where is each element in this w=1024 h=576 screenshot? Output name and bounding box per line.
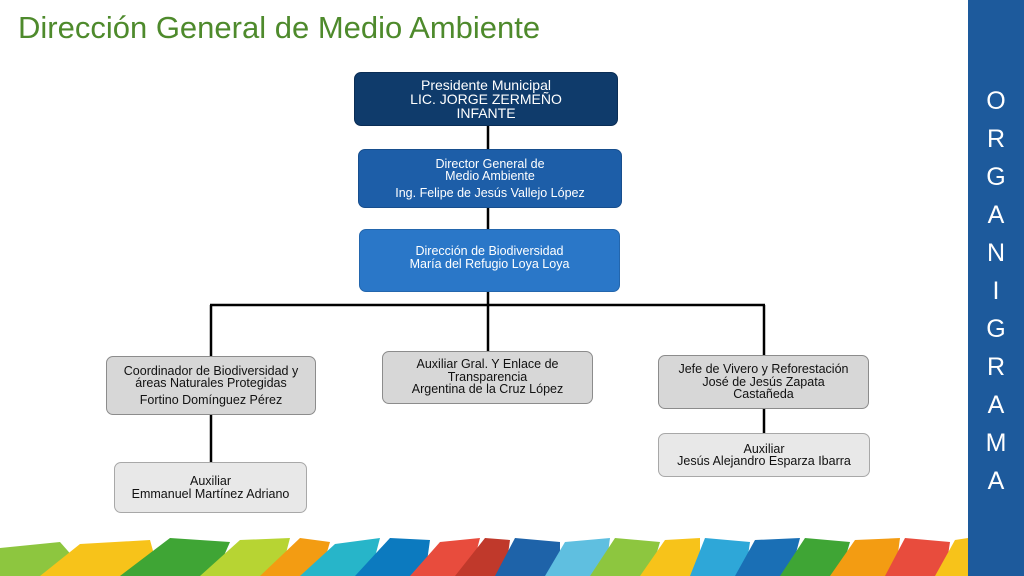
coordinator-role-line1: Coordinador de Biodiversidad y	[123, 363, 299, 378]
aux-left-name: Emmanuel Martínez Adriano	[131, 486, 290, 501]
director-name: Ing. Felipe de Jesús Vallejo López	[395, 185, 585, 200]
nursery-box: Jefe de Vivero y Reforestación José de J…	[658, 355, 869, 409]
page-title: Dirección General de Medio Ambiente	[18, 10, 541, 45]
side-letter: O	[986, 87, 1006, 115]
aux-general-role-line1: Auxiliar Gral. Y Enlace de	[416, 357, 559, 371]
side-letter: A	[987, 391, 1005, 419]
organigrama-side-bar: O R G A N I G R A M A	[968, 0, 1024, 576]
biodiversity-name: María del Refugio Loya Loya	[409, 256, 570, 271]
president-name-line1: LIC. JORGE ZERMEÑO	[410, 91, 562, 107]
president-name-line2: INFANTE	[456, 105, 516, 121]
nursery-name-line1: José de Jesús Zapata	[702, 374, 825, 389]
side-letter: I	[992, 277, 1000, 305]
decorative-color-stripes	[0, 538, 968, 576]
side-letter: G	[986, 315, 1006, 343]
aux-right-box: Auxiliar Jesús Alejandro Esparza Ibarra	[658, 433, 870, 477]
organigrama-vertical-label: O R G A N I G R A M A	[968, 82, 1024, 500]
biodiversity-box: Dirección de Biodiversidad María del Ref…	[359, 229, 620, 292]
side-letter: A	[987, 201, 1005, 229]
aux-general-name: Argentina de la Cruz López	[411, 382, 564, 396]
side-letter: R	[986, 125, 1006, 153]
aux-general-role-line2: Transparencia	[447, 369, 528, 384]
nursery-role: Jefe de Vivero y Reforestación	[678, 362, 849, 377]
coordinator-role-line2: áreas Naturales Protegidas	[135, 376, 287, 391]
nursery-name-line2: Castañeda	[733, 387, 794, 402]
director-role-line1: Director General de	[435, 156, 545, 171]
director-role-line2: Medio Ambiente	[445, 169, 535, 184]
side-letter: A	[987, 467, 1005, 495]
side-letter: M	[985, 429, 1007, 457]
aux-left-box: Auxiliar Emmanuel Martínez Adriano	[114, 462, 307, 513]
president-box: Presidente Municipal LIC. JORGE ZERMEÑO …	[354, 72, 618, 126]
coordinator-box: Coordinador de Biodiversidad y áreas Nat…	[106, 356, 316, 415]
president-role: Presidente Municipal	[421, 77, 551, 93]
coordinator-name: Fortino Domínguez Pérez	[139, 392, 283, 407]
side-letter: R	[986, 353, 1006, 381]
aux-right-name: Jesús Alejandro Esparza Ibarra	[677, 454, 851, 468]
aux-left-role: Auxiliar	[190, 474, 231, 488]
stripes-graphic	[0, 538, 968, 576]
side-letter: G	[986, 163, 1006, 191]
director-box: Director General de Medio Ambiente Ing. …	[358, 149, 622, 208]
side-letter: N	[986, 239, 1006, 267]
biodiversity-role: Dirección de Biodiversidad	[415, 244, 564, 258]
aux-general-box: Auxiliar Gral. Y Enlace de Transparencia…	[382, 351, 593, 404]
aux-right-role: Auxiliar	[743, 441, 785, 456]
